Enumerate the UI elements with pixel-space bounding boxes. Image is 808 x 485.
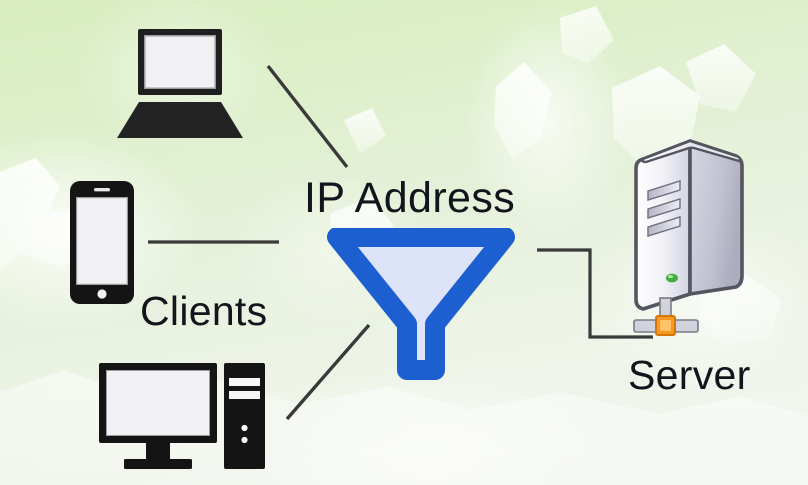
client-node-desktop-pc[interactable] [98, 362, 266, 472]
group-label-server: Server [628, 352, 751, 398]
server-node[interactable] [628, 128, 748, 346]
funnel-icon [327, 227, 515, 380]
connector-funnel-to-server [537, 248, 653, 339]
client-node-laptop[interactable] [115, 28, 245, 140]
smartphone-icon [70, 181, 134, 304]
laptop-icon [117, 29, 243, 138]
client-node-smartphone[interactable] [68, 180, 136, 305]
page-title-ip-address: IP Address [304, 174, 516, 222]
ip-address-funnel-node[interactable] [320, 227, 522, 380]
connector-laptop-to-funnel [266, 64, 349, 169]
server-tower-icon [633, 139, 744, 336]
desktop-pc-icon [99, 363, 265, 469]
connector-desktop-to-funnel [285, 323, 371, 421]
group-label-clients: Clients [140, 288, 268, 334]
